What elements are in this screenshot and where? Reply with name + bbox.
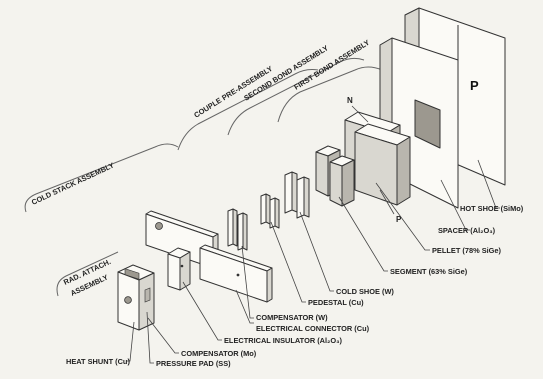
electrical-insulator-part (167, 247, 191, 291)
pellet-p-mark: P (396, 215, 402, 224)
label-compensator-w: COMPENSATOR (W) (256, 313, 328, 322)
cold-shoe-part (284, 171, 310, 219)
segment-part-p (329, 155, 355, 207)
label-pedestal: PEDESTAL (Cu) (308, 298, 364, 307)
leader-hot-shoe (477, 159, 500, 209)
leader-electrical-connector (235, 289, 254, 324)
pellet-part-p (354, 123, 411, 206)
leader-pellet (375, 182, 430, 251)
hot-shoe-p-mark: P (470, 78, 479, 93)
label-electrical-connector: ELECTRICAL CONNECTOR (Cu) (256, 324, 370, 333)
label-hot-shoe: HOT SHOE (SiMo) (460, 204, 524, 213)
leader-lines (126, 105, 500, 364)
label-pellet: PELLET (78% SiGe) (432, 246, 502, 255)
compensator-w-part (227, 208, 248, 251)
label-compensator-mo: COMPENSATOR (Mo) (181, 349, 257, 358)
bracket-second-bond (227, 57, 365, 136)
leader-segment (338, 196, 388, 272)
label-spacer: SPACER (Al₂O₃) (438, 226, 496, 235)
label-cold-shoe: COLD SHOE (W) (336, 287, 394, 296)
bracket-rad-attach (56, 251, 119, 297)
heat-shunt-part (117, 264, 155, 331)
label-electrical-insulator: ELECTRICAL INSULATOR (Al₂O₃) (224, 336, 343, 345)
electrical-connector-part-right (199, 244, 273, 303)
label-pressure-pad: PRESSURE PAD (SS) (156, 359, 231, 368)
assembly-label-cold-stack: COLD STACK ASSEMBLY (30, 161, 115, 207)
leader-spacer (440, 179, 470, 231)
bracket-couple-pre (177, 69, 319, 151)
leader-pressure-pad (146, 311, 154, 364)
label-segment: SEGMENT (63% SiGe) (390, 267, 468, 276)
leader-pellet-p (379, 189, 395, 215)
assembly-brackets (24, 57, 383, 297)
leader-compensator-w (241, 245, 254, 319)
pedestal-part (260, 193, 280, 229)
bracket-cold-stack (24, 143, 179, 213)
leader-heat-shunt (126, 321, 135, 362)
pellet-n-mark: N (347, 96, 353, 105)
leader-pellet-n (351, 105, 369, 123)
bracket-first-bond (277, 66, 383, 123)
leader-cold-shoe (299, 211, 334, 292)
leader-electrical-insulator (182, 281, 222, 341)
label-heat-shunt: HEAT SHUNT (Cu) (66, 357, 130, 366)
leader-compensator-mo (147, 317, 179, 354)
leader-pedestal (270, 221, 306, 303)
